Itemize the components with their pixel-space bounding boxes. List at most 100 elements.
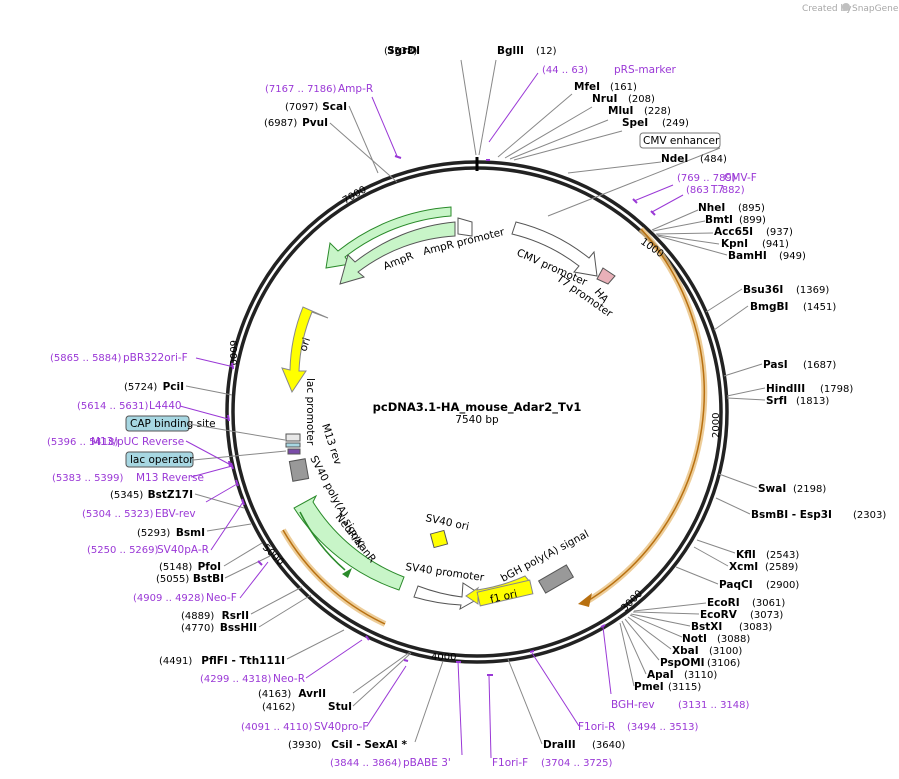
primer[interactable]: SV40pro-F(4091 .. 4110) (241, 721, 368, 733)
primer[interactable]: M13/pUC Reverse(5396 .. 5418) (47, 436, 184, 448)
restriction-site[interactable]: NruI(208) (592, 93, 655, 105)
primer[interactable]: L4440(5614 .. 5631) (77, 400, 182, 412)
neor-inner-arrowhead (342, 568, 352, 578)
restriction-site[interactable]: BmtI(899) (705, 214, 766, 226)
restriction-site[interactable]: SwaI(2198) (758, 483, 826, 495)
cmv-promoter-feature[interactable] (511, 221, 598, 277)
neor-feature[interactable] (293, 494, 405, 591)
restriction-site[interactable]: PmeI(3115) (634, 681, 701, 693)
site-name: Acc65I (714, 226, 753, 238)
primer[interactable]: EBV-rev(5304 .. 5323) (82, 508, 196, 520)
site-name: BglII (497, 45, 524, 57)
restriction-site[interactable]: SgrDI(7538) (384, 45, 420, 57)
restriction-site[interactable]: NdeI(484) (661, 153, 727, 165)
restriction-site[interactable]: PasI(1687) (763, 359, 836, 371)
cap-site-feature[interactable] (285, 442, 301, 448)
restriction-site[interactable]: NotI(3088) (682, 633, 750, 645)
site-position: (5293) (137, 528, 170, 539)
cmv-enhancer-box[interactable]: CMV enhancer (639, 132, 721, 149)
restriction-site[interactable]: PvuI(6987) (264, 117, 328, 129)
restriction-site[interactable]: PaqCI(2900) (719, 579, 799, 591)
bgh-polya-feature[interactable] (537, 564, 575, 594)
restriction-site[interactable]: XbaI(3100) (672, 645, 742, 657)
primer-name: L4440 (149, 400, 182, 412)
restriction-site[interactable]: PciI(5724) (124, 381, 184, 393)
restriction-site[interactable]: BstXI(3083) (691, 621, 772, 633)
site-name: BmgBI (750, 301, 788, 313)
primer[interactable]: CMV-F(769 .. 789) (677, 172, 757, 184)
restriction-site[interactable]: Acc65I(937) (714, 226, 793, 238)
site-position: (2198) (793, 484, 826, 495)
restriction-site[interactable]: SpeI(249) (622, 117, 689, 129)
restriction-site[interactable]: RsrII(4889) (181, 610, 249, 622)
restriction-site[interactable]: HindIII(1798) (766, 383, 853, 395)
primer-position: (3704 .. 3725) (541, 758, 613, 769)
plasmid-name: pcDNA3.1-HA_mouse_Adar2_Tv1 (373, 400, 582, 415)
restriction-site[interactable]: KflI(2543) (736, 549, 799, 561)
restriction-site[interactable]: EcoRV(3073) (700, 609, 783, 621)
restriction-site[interactable]: SrfI(1813) (766, 395, 829, 407)
f1-ori-body[interactable] (476, 579, 534, 607)
ori-feature[interactable] (281, 306, 329, 394)
primer[interactable]: F1ori-R(3494 .. 3513) (578, 721, 699, 733)
ampr-inner-feature[interactable] (339, 221, 456, 285)
restriction-site[interactable]: EcoRI(3061) (707, 597, 785, 609)
restriction-site[interactable]: BstZ17I(5345) (110, 489, 193, 501)
ampr-feature[interactable] (325, 206, 452, 269)
restriction-site[interactable]: XcmI(2589) (729, 561, 798, 573)
restriction-site[interactable]: DraIII(3640) (543, 739, 625, 751)
restriction-site[interactable]: BamHI(949) (728, 250, 806, 262)
lac-operator-feature[interactable] (287, 448, 301, 455)
restriction-site[interactable]: BstBI(5055) (156, 573, 224, 585)
restriction-site[interactable]: StuI(4162) (262, 701, 352, 713)
primer[interactable]: pBABE 3'(3844 .. 3864) (330, 757, 451, 769)
restriction-site[interactable]: PflFI - Tth111I(4491) (159, 655, 285, 667)
restriction-site[interactable]: Bsu36I(1369) (743, 284, 829, 296)
restriction-site[interactable]: BsmBI - Esp3I(2303) (751, 509, 886, 521)
restriction-site[interactable]: BssHII(4770) (181, 622, 257, 634)
snapgene-credit[interactable]: Created by SnapGene (802, 3, 899, 14)
primer[interactable]: T7(863 .. 882) (686, 184, 745, 196)
primer[interactable]: BGH-rev(3131 .. 3148) (611, 699, 750, 711)
lac-operator-box[interactable]: lac operator (125, 451, 194, 468)
restriction-site[interactable]: MfeI(161) (574, 81, 637, 93)
restriction-site[interactable]: NheI(895) (698, 202, 765, 214)
primer[interactable]: M13 Reverse(5383 .. 5399) (52, 472, 204, 484)
site-name: RsrII (222, 610, 249, 622)
sv40-polya-small-feature[interactable] (288, 458, 310, 482)
site-name: PflFI - Tth111I (201, 655, 285, 667)
site-position: (3083) (739, 622, 772, 633)
site-name: PasI (763, 359, 788, 371)
lac-promoter-feature[interactable] (285, 433, 301, 442)
sv40-promoter-feature[interactable] (413, 582, 484, 611)
primer[interactable]: F1ori-F(3704 .. 3725) (492, 757, 613, 769)
restriction-site[interactable]: BglII (12) (497, 45, 557, 57)
ha-feature[interactable] (596, 267, 616, 285)
site-position: (12) (536, 46, 557, 57)
primer-position: (4299 .. 4318) (200, 674, 272, 685)
primer[interactable]: pBR322ori-F(5865 .. 5884) (50, 352, 188, 364)
restriction-site[interactable]: MluI(228) (608, 105, 671, 117)
site-position: (1369) (796, 285, 829, 296)
primer[interactable]: pRS-marker(44 .. 63) (542, 64, 677, 76)
ampr-promoter-feature[interactable] (457, 217, 473, 237)
restriction-site[interactable]: ScaI(7097) (285, 101, 347, 113)
primer[interactable]: Neo-F(4909 .. 4928) (133, 592, 237, 604)
sv40-ori-feature[interactable] (429, 529, 449, 549)
restriction-site[interactable]: PspOMI(3106) (660, 657, 740, 669)
restriction-site[interactable]: KpnI(941) (721, 238, 789, 250)
primer[interactable]: Amp-R(7167 .. 7186) (265, 83, 373, 95)
site-position: (1798) (820, 384, 853, 395)
restriction-site[interactable]: BsmI(5293) (137, 527, 205, 539)
primer[interactable]: Neo-R(4299 .. 4318) (200, 673, 305, 685)
primer[interactable]: SV40pA-R(5250 .. 5269) (87, 544, 209, 556)
restriction-site[interactable]: PfoI(5148) (159, 561, 221, 573)
restriction-site[interactable]: AvrII(4163) (258, 688, 326, 700)
site-position: (3640) (592, 740, 625, 751)
restriction-site[interactable]: CsiI - SexAI *(3930) (288, 739, 407, 751)
restriction-site[interactable]: BmgBI(1451) (750, 301, 836, 313)
primer-ticks (227, 155, 656, 676)
cap-binding-site-box[interactable]: CAP binding site (125, 415, 216, 432)
restriction-site[interactable]: ApaI(3110) (647, 669, 717, 681)
